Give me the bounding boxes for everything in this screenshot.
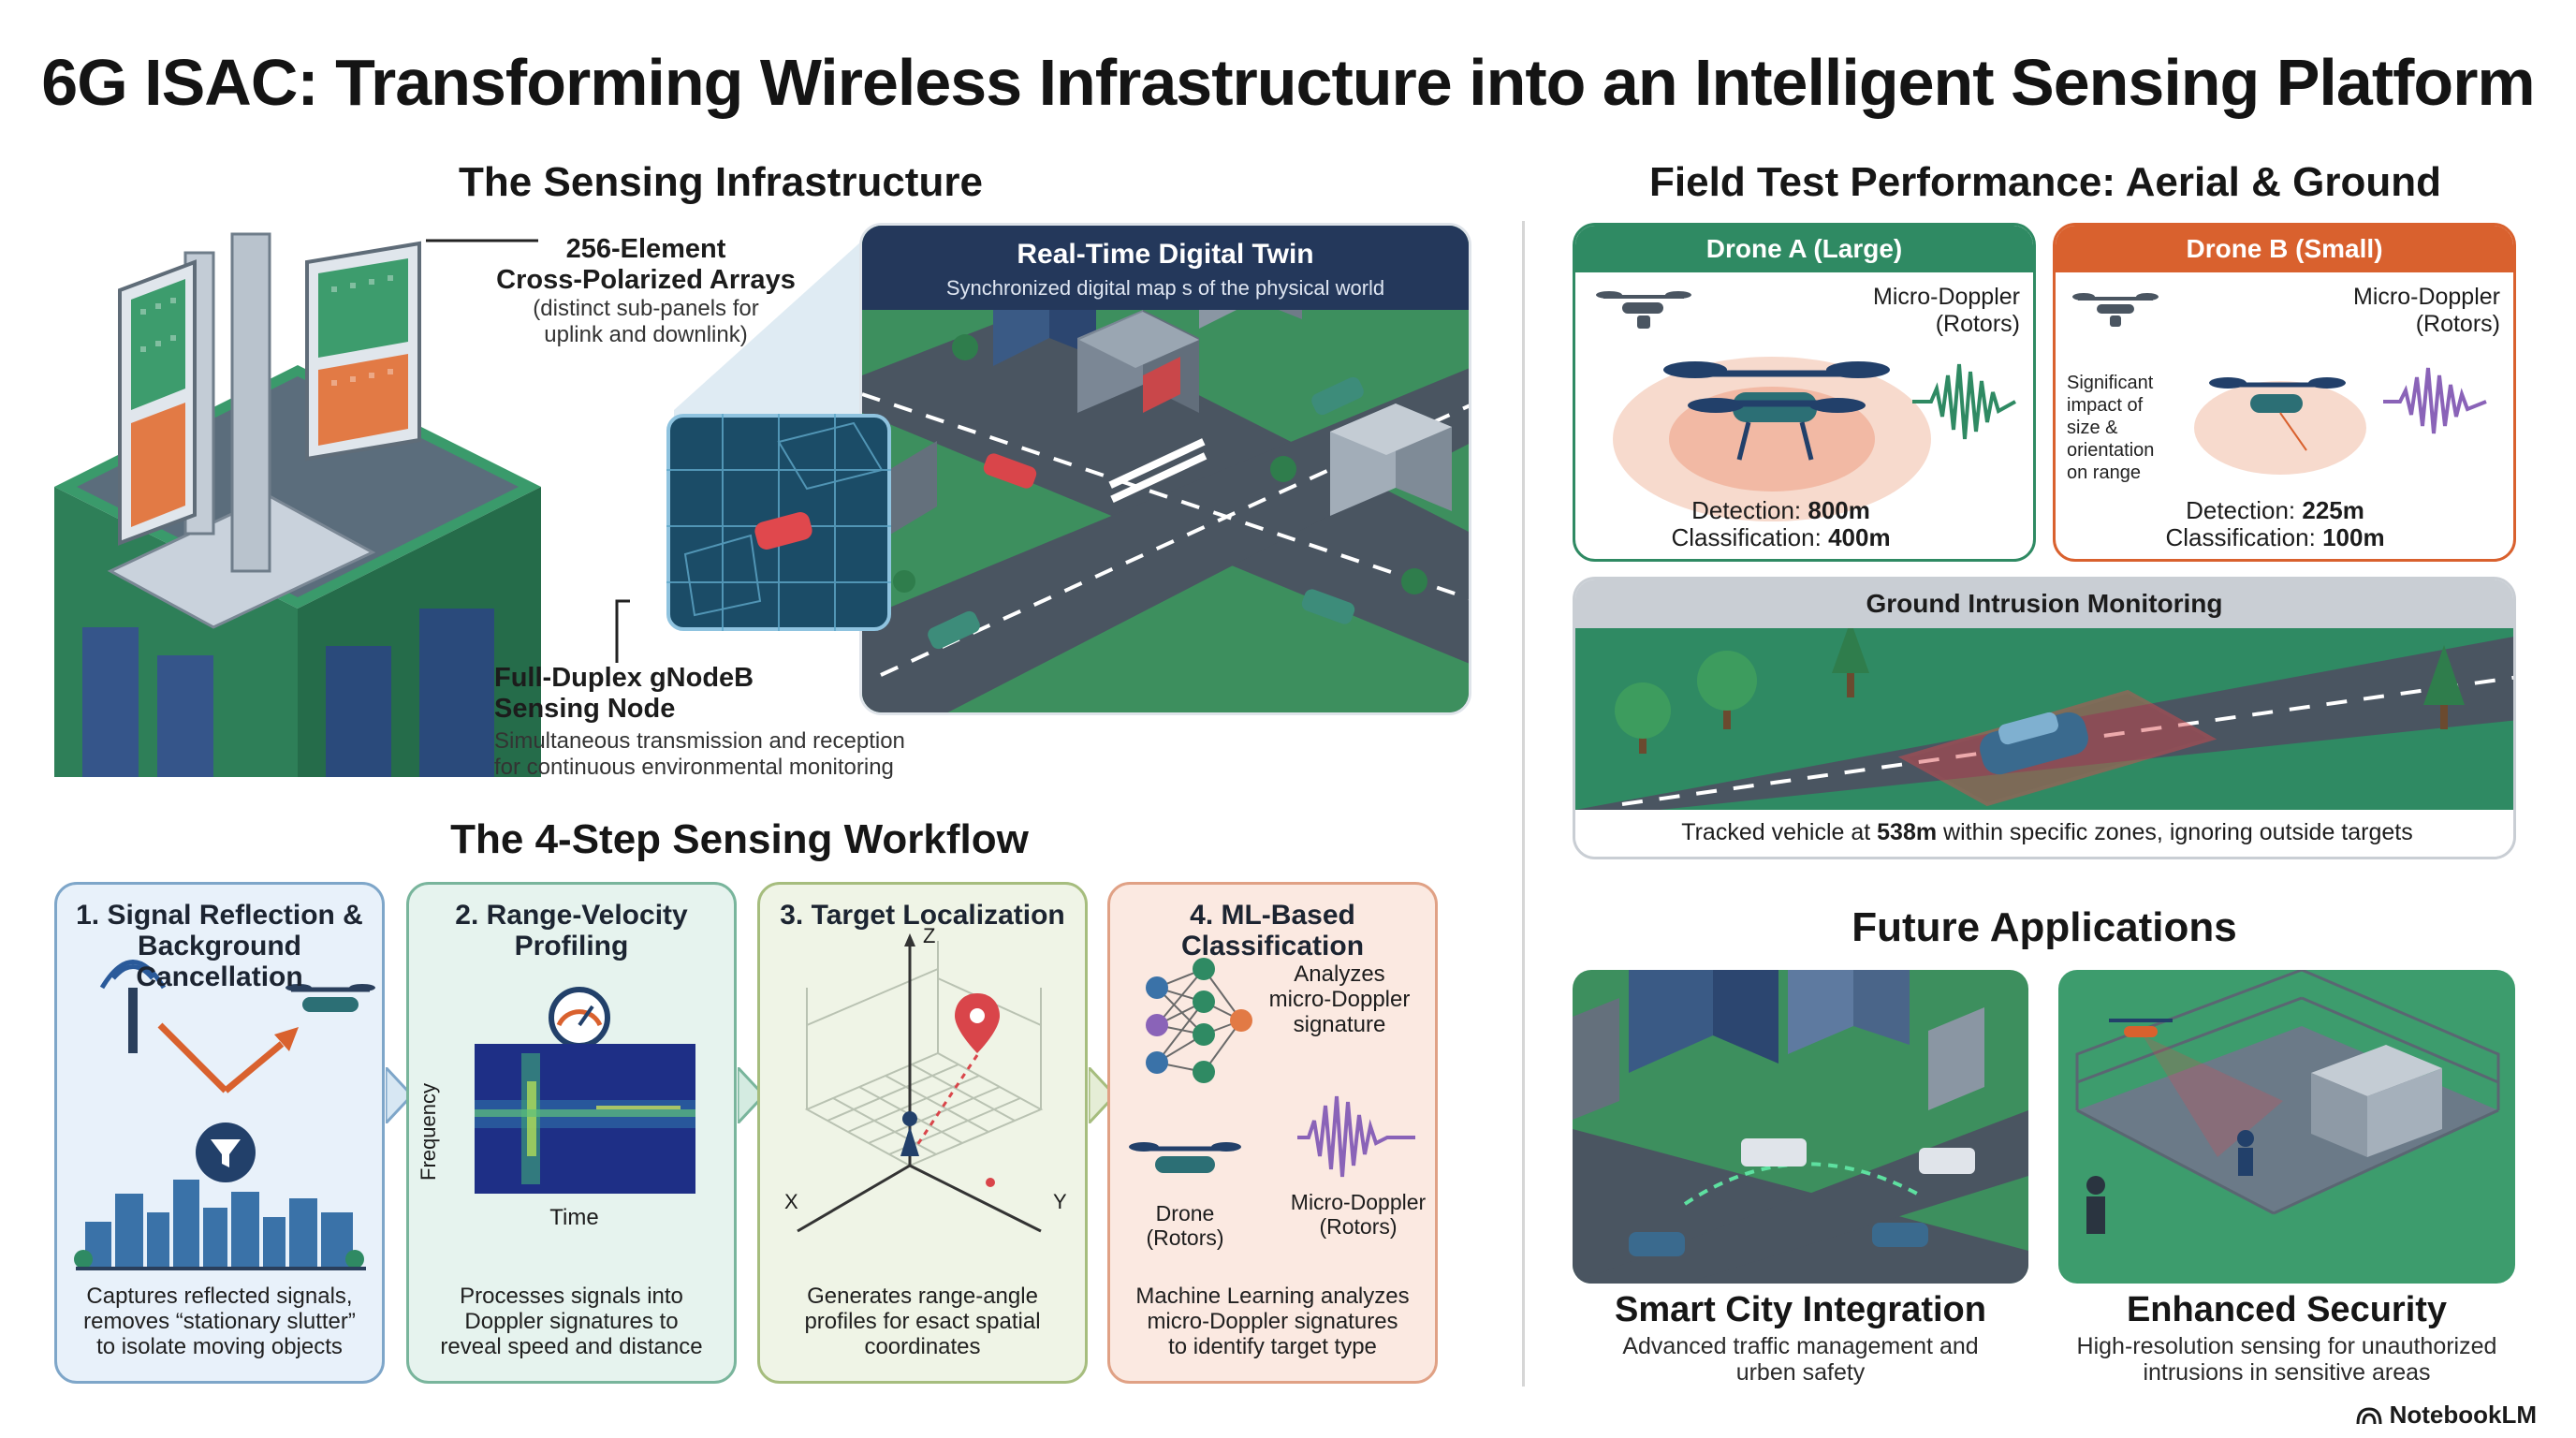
arrays-leader-line [426, 239, 538, 242]
ground-intrusion-title: Ground Intrusion Monitoring [1575, 580, 2513, 628]
step-4-title: 4. ML-Based Classification [1180, 900, 1365, 961]
chevron-right-icon [738, 1067, 766, 1123]
smart-city-title: Smart City Integration [1615, 1290, 1986, 1329]
frequency-axis-label: Frequency [417, 1083, 440, 1181]
enhanced-security-image [2058, 970, 2515, 1284]
digital-twin-header: Real-Time Digital Twin Synchronized digi… [862, 226, 1469, 310]
drone-a-card: Drone A (Large) Micro-Doppler (Rotors) D… [1573, 223, 2036, 562]
time-axis-label: Time [549, 1205, 599, 1230]
ground-intrusion-card: Ground Intrusion Monitoring Tracked vehi… [1573, 577, 2516, 859]
drone-b-illustration [2072, 293, 2487, 475]
3d-localization-grid [797, 933, 1044, 1233]
drone-b-ranges: Detection: 225m Classification: 100m [2165, 496, 2385, 551]
drone-a-illustration [1596, 291, 2016, 521]
step-1-description: Captures reflected signals, removes “sta… [83, 1284, 356, 1359]
enhanced-security-description: High-resolution sensing for unauthorized… [2076, 1333, 2497, 1386]
ml-classification-illustration [1129, 958, 1415, 1178]
ground-intrusion-caption: Tracked vehicle at 538m within specific … [1681, 819, 2413, 845]
enhanced-security-title: Enhanced Security [2126, 1290, 2448, 1329]
y-axis-label: Y [1053, 1190, 1067, 1213]
drone-b-micro-doppler-label: Micro-Doppler (Rotors) [2353, 284, 2500, 337]
arrays-label: 256-Element Cross-Polarized Arrays (dist… [496, 234, 796, 347]
workflow-heading: The 4-Step Sensing Workflow [450, 816, 1029, 862]
ground-intrusion-illustration [1575, 621, 2513, 857]
field-test-heading: Field Test Performance: Aerial & Ground [1649, 159, 2441, 205]
page-title: 6G ISAC: Transforming Wireless Infrastru… [41, 46, 2535, 119]
smart-city-description: Advanced traffic management and urben sa… [1622, 1333, 1979, 1386]
smart-city-image [1573, 970, 2028, 1284]
drone-b-impact-note: Significant impact of size & orientation… [2067, 373, 2155, 483]
drone-rotors-label: Drone (Rotors) [1146, 1201, 1224, 1250]
applications-heading: Future Applications [1852, 904, 2237, 950]
node-leader-line [615, 599, 630, 663]
chevron-right-icon [1089, 1067, 1117, 1123]
micro-doppler-label: Micro-Doppler (Rotors) [1290, 1190, 1427, 1239]
step-4-description: Machine Learning analyzes micro-Doppler … [1135, 1284, 1410, 1359]
drone-b-card: Drone B (Small) Micro-Doppler (Rotors) S… [2053, 223, 2516, 562]
workflow-step-3: Z X Y 3. Target Localization Generates r… [757, 882, 1088, 1384]
workflow-step-2: Frequency Time 2. Range-Velocity Profili… [406, 882, 737, 1384]
signal-reflection-illustration [74, 960, 375, 1270]
digital-twin-zoom-lens [666, 414, 891, 631]
column-divider [1522, 221, 1525, 1387]
doppler-spectrogram-illustration [475, 987, 695, 1194]
brand-watermark: NotebookLM [2356, 1401, 2537, 1430]
step-1-title: 1. Signal Reflection & Background Cancel… [76, 900, 363, 992]
drone-a-ranges: Detection: 800m Classification: 400m [1671, 496, 1891, 551]
infrastructure-heading: The Sensing Infrastructure [459, 159, 983, 205]
drone-b-title: Drone B (Small) [2056, 226, 2513, 272]
workflow-step-1: 1. Signal Reflection & Background Cancel… [54, 882, 385, 1384]
chevron-right-icon [386, 1067, 414, 1123]
step-3-title: 3. Target Localization [780, 900, 1065, 931]
node-label: Full-Duplex gNodeB Sensing Node Simultan… [494, 663, 905, 780]
digital-twin-panel: Real-Time Digital Twin Synchronized digi… [859, 223, 1471, 715]
notebooklm-logo-icon [2356, 1406, 2382, 1424]
step-2-description: Processes signals into Doppler signature… [440, 1284, 703, 1359]
gnodeb-tower-illustration [54, 232, 541, 777]
step-3-description: Generates range-angle profiles for esact… [804, 1284, 1041, 1359]
workflow-step-4: Analyzes micro-Doppler signature Drone (… [1107, 882, 1438, 1384]
x-axis-label: X [784, 1190, 798, 1213]
ml-note: Analyzes micro-Doppler signature [1268, 961, 1411, 1037]
z-axis-label: Z [923, 924, 936, 947]
drone-a-title: Drone A (Large) [1575, 226, 2033, 272]
step-2-title: 2. Range-Velocity Profiling [455, 900, 688, 961]
drone-a-micro-doppler-label: Micro-Doppler (Rotors) [1873, 284, 2020, 337]
